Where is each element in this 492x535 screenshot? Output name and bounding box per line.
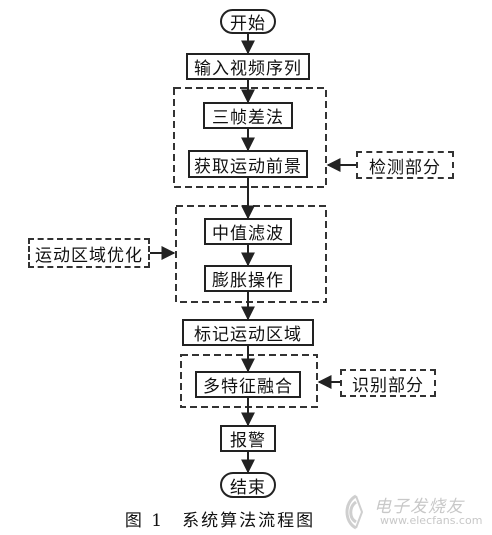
dilation-node: 膨胀操作 [204, 265, 292, 292]
figure-title: 系统算法流程图 [182, 511, 316, 531]
three-frame-diff-node: 三帧差法 [203, 102, 293, 129]
input-video-node: 输入视频序列 [186, 53, 310, 80]
start-node: 开始 [220, 9, 276, 34]
figure-number: 图 1 [124, 511, 165, 531]
recognition-part-label: 识别部分 [340, 369, 436, 397]
end-node: 结束 [220, 472, 276, 498]
median-filter-node: 中值滤波 [204, 218, 292, 245]
alarm-node: 报警 [220, 425, 276, 452]
mark-region-node: 标记运动区域 [182, 319, 314, 346]
figure-caption: 图 1 系统算法流程图 [0, 506, 440, 531]
optimization-group-frame [175, 205, 327, 303]
get-foreground-node: 获取运动前景 [188, 150, 308, 178]
region-optimization-label: 运动区域优化 [28, 238, 150, 268]
multi-feature-fusion-node: 多特征融合 [195, 371, 301, 398]
detection-group-frame [173, 87, 327, 188]
detection-part-label: 检测部分 [356, 151, 454, 179]
